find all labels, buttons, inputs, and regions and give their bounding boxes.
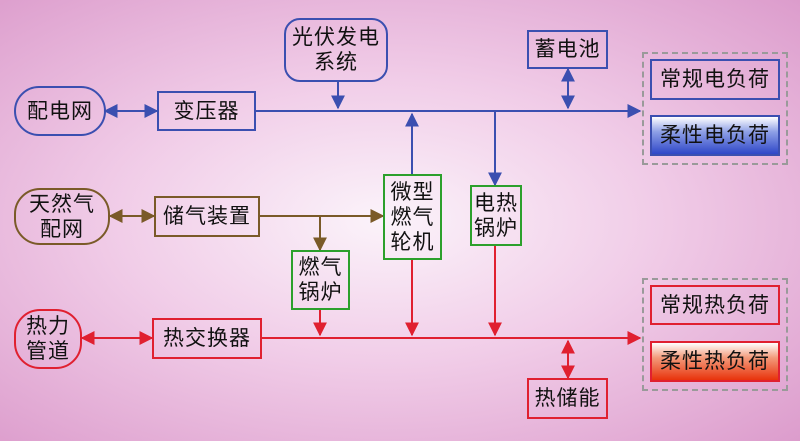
gas-storage-node: 储气装置 [154,196,260,237]
transformer-node: 变压器 [157,91,256,131]
flexible-heat-load-node: 柔性热负荷 [650,341,780,382]
heat-load-group [642,278,788,391]
heat-exchanger-node: 热交换器 [152,318,262,359]
battery-node: 蓄电池 [527,30,608,69]
conventional-heat-load-node: 常规热负荷 [650,285,780,325]
gas-flows [108,209,385,252]
conventional-electric-load-node: 常规电负荷 [650,59,780,100]
grid-node: 配电网 [14,86,106,136]
electric-boiler-node: 电热 锅炉 [470,185,522,246]
gas-boiler-node: 燃气 锅炉 [291,250,350,310]
heat-storage-node: 热储能 [527,378,608,419]
electric-flows [103,67,642,187]
pv-system-node: 光伏发电 系统 [284,18,388,82]
heat-flows [80,246,642,380]
micro-gas-turbine-node: 微型 燃气 轮机 [383,174,442,260]
natural-gas-network-node: 天然气 配网 [14,188,110,245]
electric-load-group [642,52,788,165]
heat-pipeline-node: 热力 管道 [14,309,82,369]
flexible-electric-load-node: 柔性电负荷 [650,115,780,156]
